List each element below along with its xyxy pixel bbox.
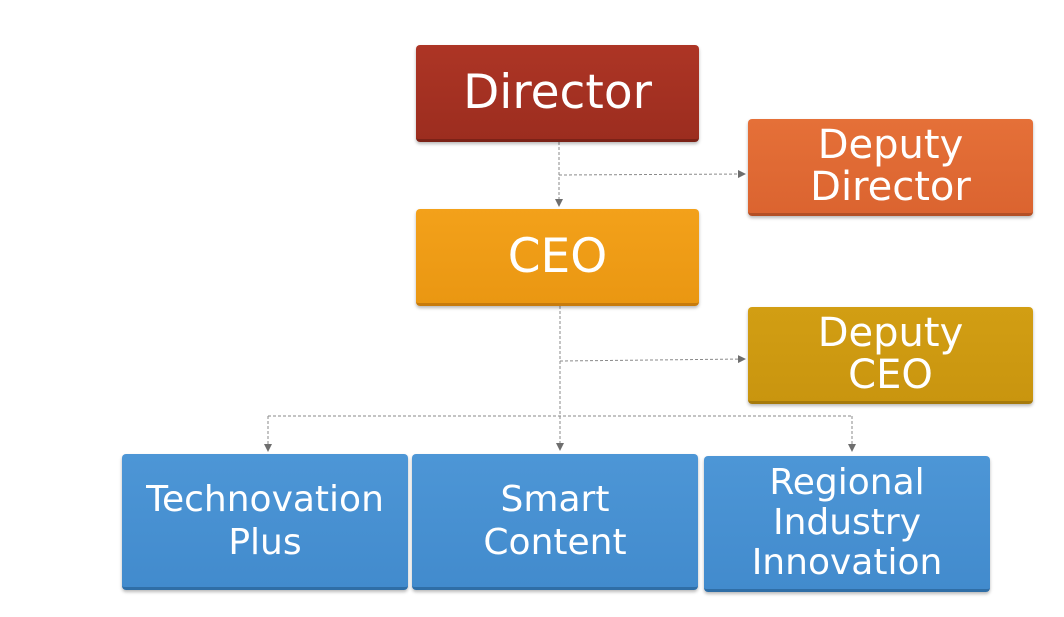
director-box: Director [416, 45, 699, 142]
ceo-box: CEO [416, 209, 699, 306]
director-label: Director [463, 64, 652, 120]
connector-ceo-deputy-ceo [559, 355, 746, 364]
ceo-label: CEO [507, 228, 608, 284]
regional-industry-innovation-label-line-2: Industry [772, 501, 922, 543]
smart-content-label-line-1: Smart [500, 478, 610, 520]
technovation-plus-label-line-2: Plus [228, 521, 302, 563]
deputy-ceo-label-line-2: CEO [848, 352, 933, 398]
regional-industry-innovation-box: Regional Industry Innovation [704, 456, 990, 592]
smart-content-label-line-2: Content [483, 521, 627, 563]
deputy-director-label-line-1: Deputy [817, 122, 964, 168]
deputy-ceo-box: Deputy CEO [748, 307, 1033, 404]
connector-director-deputy-director [558, 170, 746, 179]
technovation-plus-box: Technovation Plus [122, 454, 408, 590]
regional-industry-innovation-label-line-3: Innovation [751, 541, 943, 583]
deputy-ceo-label-line-1: Deputy [817, 310, 964, 356]
regional-industry-innovation-label-line-1: Regional [769, 461, 925, 503]
smart-content-box: Smart Content [412, 454, 698, 590]
deputy-director-box: Deputy Director [748, 119, 1033, 216]
deputy-director-label-line-2: Director [810, 164, 971, 210]
technovation-plus-label-line-1: Technovation [146, 478, 384, 520]
